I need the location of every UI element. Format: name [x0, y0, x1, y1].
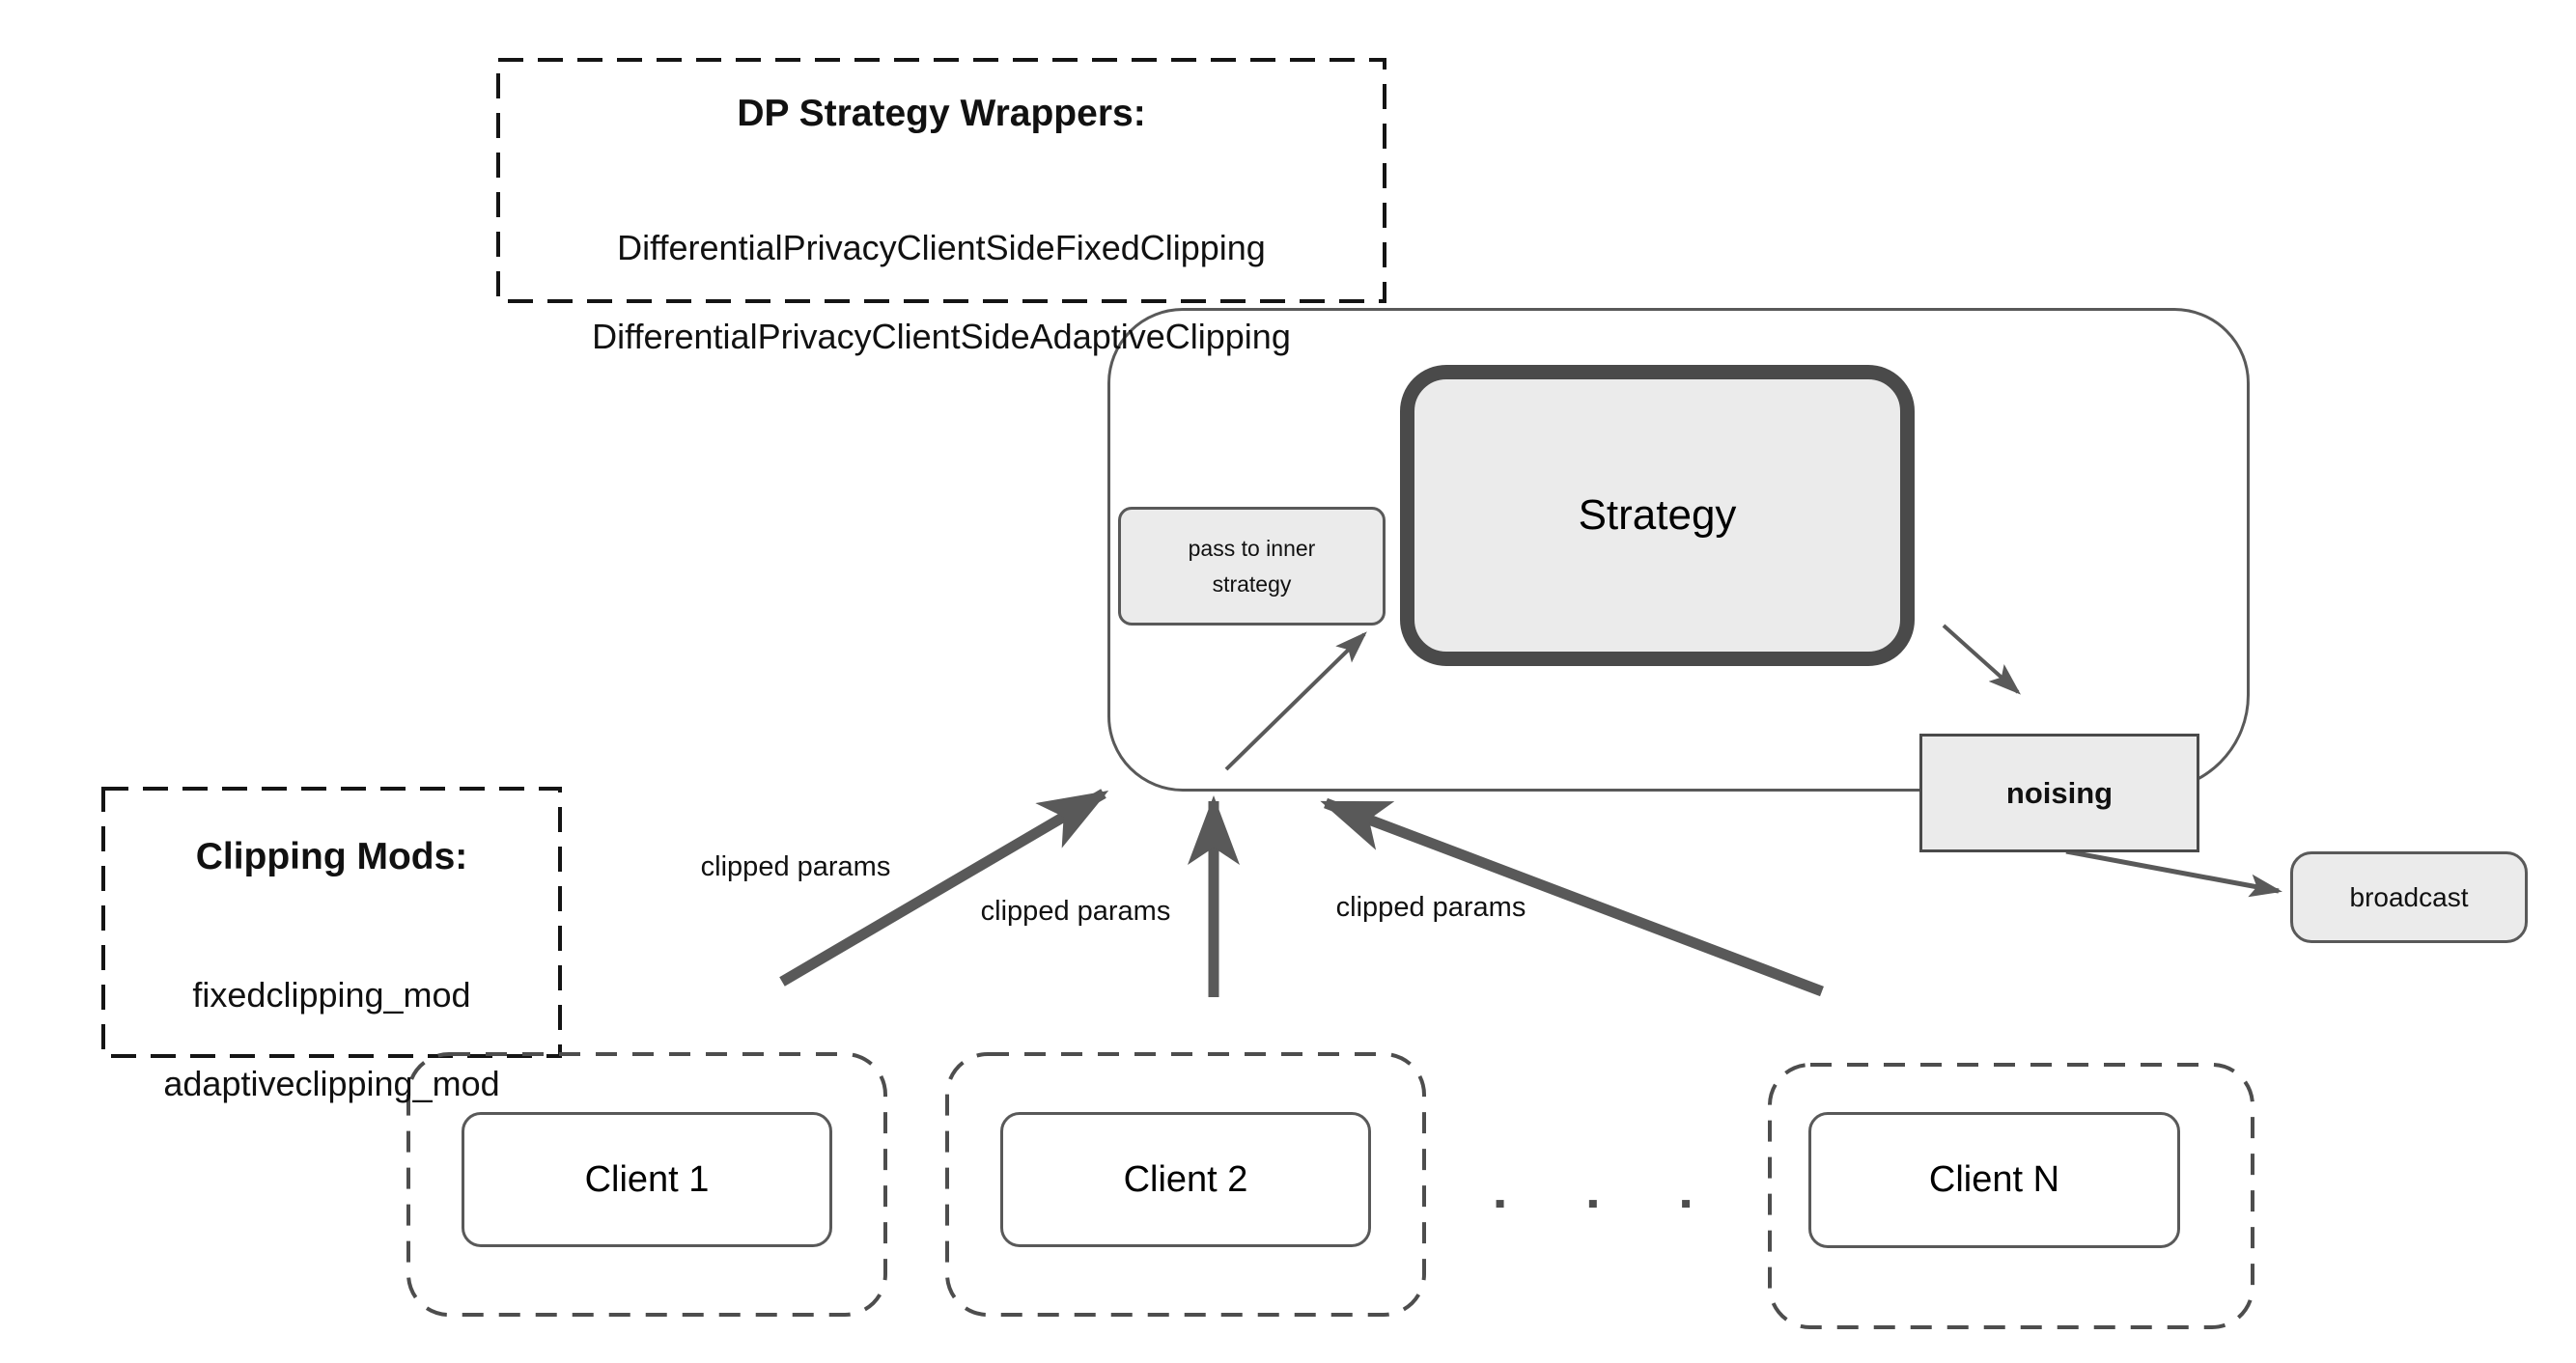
- strategy-box: Strategy: [1400, 365, 1915, 666]
- dp-wrapper-line-fixed: DifferentialPrivacyClientSideFixedClippi…: [617, 228, 1266, 267]
- clipped-params-label-3: clipped params: [1335, 892, 1526, 923]
- broadcast-box: broadcast: [2290, 851, 2528, 943]
- pass-to-inner-strategy-box: pass to inner strategy: [1118, 507, 1386, 626]
- clipping-mods-title: Clipping Mods:: [195, 836, 468, 877]
- clientN-dashed-container: [1768, 1063, 2254, 1329]
- clipping-mods-names: fixedclipping_mod adaptiveclipping_mod: [103, 929, 560, 1151]
- arrow-client1-to-wrapper: [779, 789, 1109, 987]
- clipped-params-label-2: clipped params: [980, 896, 1171, 927]
- dp-wrapper-line-adaptive: DifferentialPrivacyClientSideAdaptiveCli…: [592, 317, 1291, 356]
- client2-dashed-container: [945, 1052, 1426, 1317]
- clipping-mod-line-adaptive: adaptiveclipping_mod: [163, 1064, 500, 1103]
- dp-strategy-wrappers-title: DP Strategy Wrappers:: [737, 93, 1146, 134]
- client1-dashed-container: [406, 1052, 887, 1317]
- dp-strategy-wrappers-dashed-box: [496, 58, 1386, 303]
- arrow-clientN-to-wrapper: [1320, 797, 1824, 997]
- arrow-noising-to-broadcast: [2065, 848, 2282, 898]
- dp-strategy-wrappers-class-names: DifferentialPrivacyClientSideFixedClippi…: [498, 181, 1385, 403]
- arrow-strategy-to-noising: [1942, 624, 2021, 695]
- clipped-params-label-1: clipped params: [700, 851, 891, 882]
- client-2-box: Client 2: [1000, 1112, 1371, 1247]
- clipping-mods-dashed-box: [101, 787, 562, 1058]
- client-1-box: Client 1: [462, 1112, 832, 1247]
- client-N-box: Client N: [1808, 1112, 2180, 1248]
- noising-box: noising: [1919, 734, 2199, 852]
- more-clients-ellipsis-icon: ▪ ▪ ▪: [1495, 1185, 1728, 1220]
- clipping-mod-line-fixed: fixedclipping_mod: [192, 975, 471, 1015]
- arrow-wrapper-to-pass-box: [1224, 631, 1367, 771]
